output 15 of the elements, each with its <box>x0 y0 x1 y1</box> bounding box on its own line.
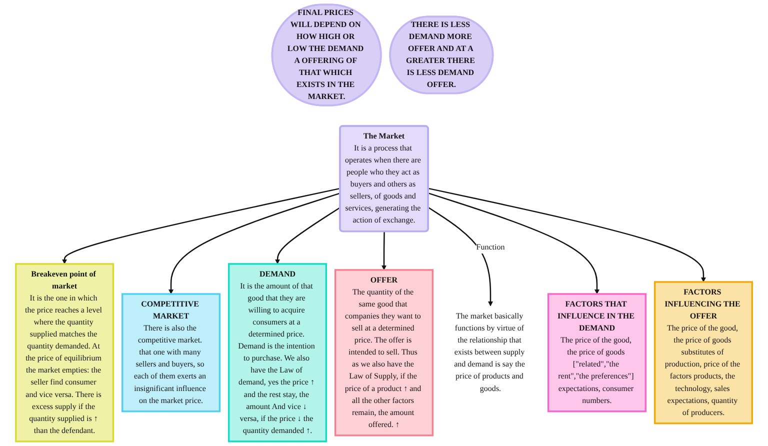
node-box: Breakeven point of market It is the one in which the price reaches a level where the quantity supplied matches the quantity demanded. At the price of equilibrium the market empties: the seller find consumer and vice versa. There is excess supply if the quantity supplied is ↑ than the defendant. <box>15 263 114 442</box>
arrow <box>428 188 706 282</box>
arrow <box>62 188 340 264</box>
arrow <box>381 232 387 270</box>
edge-label: Function <box>476 243 505 252</box>
arrow <box>168 192 340 294</box>
node-box: DEMAND It is the amount of that good that they are willing to acquire consumers at a determined price. Demand is the intention to purchase. We also have the Law of demand, yes the price ↑ and the rest stay, the amount And vice ↓ versa, if the price ↓ the quantity demanded ↑. <box>228 263 328 442</box>
arrow <box>275 206 341 264</box>
node-box: FACTORS INFLUENCING THE OFFER The price of the good, the price of goods substitutes of production, price of the factors products, the technology, sales expectations, quantity of producers. <box>654 281 753 424</box>
arrow <box>428 206 493 306</box>
node-box: OFFER The quantity of the same good that companies they want to sell at a determined price. The offer is intended to sell. Thus as we also have the Law of Supply, if the price of a product ↑ and all the other factors remain, the amount offered. ↑ <box>334 269 434 436</box>
node-box: FACTORS THAT INFLUENCE IN THE DEMAND The price of the good, the price of goods ["related","the rent","the preferences"] expectations, consumer numbers. <box>547 293 646 412</box>
arrow <box>428 192 600 294</box>
node-box: COMPETITIVE MARKET There is also the competitive market. that one with many sellers and buyers, so each of them exerts an insignificant influence on the market price. <box>122 293 221 412</box>
node-text: The market basically functions by virtue of the relationship that exists between supply and demand is say the price of products and goods. <box>454 312 525 394</box>
